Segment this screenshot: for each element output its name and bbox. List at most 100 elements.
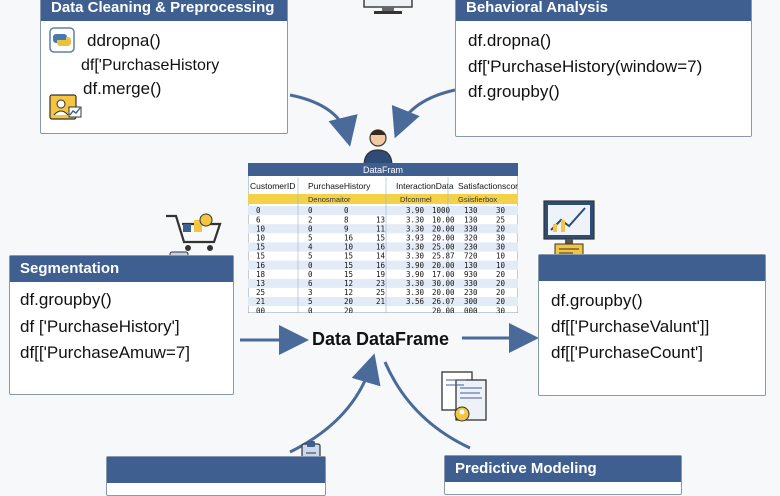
table-cell: 930: [464, 270, 478, 279]
card-title: [107, 457, 325, 483]
card-title: [539, 255, 765, 281]
card-title: Data Cleaning & Preprocessing: [41, 0, 287, 21]
dashboard-chart-icon: [543, 200, 595, 263]
table-cell: 0: [308, 261, 313, 270]
code-line: df[['PurchaseCount']: [551, 343, 704, 362]
row-stripe: [248, 297, 518, 307]
table-cell: 230: [464, 288, 478, 297]
table-cell: 3.90: [406, 270, 425, 279]
row-stripe: [248, 224, 518, 234]
table-cell: 10: [344, 243, 354, 252]
code-line: ddropna(): [87, 31, 161, 50]
code-line: df.dropna(): [468, 31, 552, 50]
table-cell: 16: [344, 234, 354, 243]
column-subheader: Dfconmel: [400, 195, 432, 204]
table-cell: 25: [496, 215, 505, 224]
card-predictive-modeling: Predictive Modeling: [444, 455, 682, 495]
table-cell: 300: [464, 297, 478, 306]
python-icon: [49, 27, 75, 58]
table-cell: 11: [376, 224, 385, 233]
table-cell: 10: [256, 224, 266, 233]
card-title: Predictive Modeling: [445, 456, 681, 482]
table-cell: 3.56: [406, 297, 425, 306]
table-cell: 330: [464, 279, 478, 288]
table-cell: 20: [344, 297, 354, 306]
table-cell: 19: [376, 270, 385, 279]
card-bottom-left: [106, 456, 326, 496]
code-line: df.merge(): [83, 79, 162, 98]
table-cell: 30: [496, 234, 506, 243]
table-cell: 3.30: [406, 224, 425, 233]
column-header: CustomerID: [250, 181, 295, 191]
table-cell: 15: [344, 252, 353, 261]
table-cell: 230: [464, 243, 478, 252]
table-cell: 16: [256, 261, 266, 270]
table-cell: 6: [308, 279, 313, 288]
row-stripe: [248, 206, 518, 216]
table-cell: 12: [344, 288, 353, 297]
table-cell: 15: [376, 234, 385, 243]
table-cell: 20: [344, 306, 354, 313]
person-icon: [362, 126, 394, 171]
card-aggregation: df.groupby() df[['PurchaseValunt']] df[[…: [538, 254, 766, 396]
table-cell: 10: [256, 234, 266, 243]
table-cell: 23: [376, 279, 385, 288]
code-line: df[['PurchaseValunt']]: [551, 317, 710, 336]
table-cell: 0: [256, 206, 261, 215]
table-cell: 320: [464, 234, 478, 243]
table-cell: 16: [376, 243, 386, 252]
table-cell: 15: [256, 252, 265, 261]
table-cell: 14: [376, 252, 386, 261]
code-line: df['PurchaseHistory(window=7): [468, 57, 703, 76]
table-cell: 3.93: [406, 234, 424, 243]
user-profile-icon: [49, 93, 83, 128]
table-cell: 20.00: [432, 288, 455, 297]
card-data-cleaning: Data Cleaning & Preprocessing ddropna() …: [40, 0, 288, 134]
table-cell: 130: [464, 215, 478, 224]
document-report-icon: [440, 370, 492, 431]
table-cell: 20: [496, 288, 506, 297]
row-stripe: [248, 242, 518, 252]
row-stripe: [248, 278, 518, 288]
table-cell: 3: [308, 288, 313, 297]
monitor-icon: [360, 0, 416, 23]
table-cell: 13: [256, 279, 265, 288]
table-cell: 20.00: [432, 306, 455, 313]
table-cell: 30: [496, 206, 506, 215]
table-cell: 21: [256, 297, 265, 306]
card-title: Segmentation: [10, 256, 233, 282]
table-cell: 17.00: [432, 270, 455, 279]
table-cell: 20: [496, 297, 506, 306]
table-cell: 3.30: [406, 243, 425, 252]
table-cell: 12: [344, 279, 353, 288]
code-line: df.groupby(): [551, 291, 643, 310]
table-cell: 8: [344, 215, 349, 224]
table-cell: 26.07: [432, 297, 455, 306]
table-cell: 5: [308, 297, 313, 306]
code-line: df[['PurchaseAmuw=7]: [20, 343, 191, 362]
table-cell: 10.00: [432, 215, 455, 224]
table-cell: 15: [344, 261, 353, 270]
table-cell: 3.90: [406, 261, 425, 270]
table-cell: 6: [256, 215, 261, 224]
table-cell: 3.30: [406, 288, 425, 297]
code-line: df.groupby(): [468, 82, 560, 101]
table-cell: 30: [496, 306, 506, 313]
column-header: Satisfactionscore: [458, 181, 518, 191]
card-title: Behavioral Analysis: [456, 0, 751, 21]
center-label: Data DataFrame: [312, 329, 450, 349]
column-header: InteractionData: [396, 181, 454, 191]
table-cell: 5: [308, 234, 313, 243]
table-cell: 20: [496, 270, 506, 279]
table-caption: DataFram: [363, 165, 403, 175]
table-cell: 130: [464, 261, 478, 270]
code-line: df['PurchaseHistory: [81, 57, 220, 74]
table-cell: 20.00: [432, 224, 455, 233]
card-segmentation: Segmentation df.groupby() df ['PurchaseH…: [9, 255, 234, 395]
table-cell: 5: [308, 252, 313, 261]
arrow-bottom-left-to-center: [289, 353, 381, 454]
card-behavioral-analysis: Behavioral Analysis df.dropna() df['Purc…: [455, 0, 752, 137]
table-cell: 0: [308, 224, 313, 233]
table-cell: 0: [308, 206, 313, 215]
